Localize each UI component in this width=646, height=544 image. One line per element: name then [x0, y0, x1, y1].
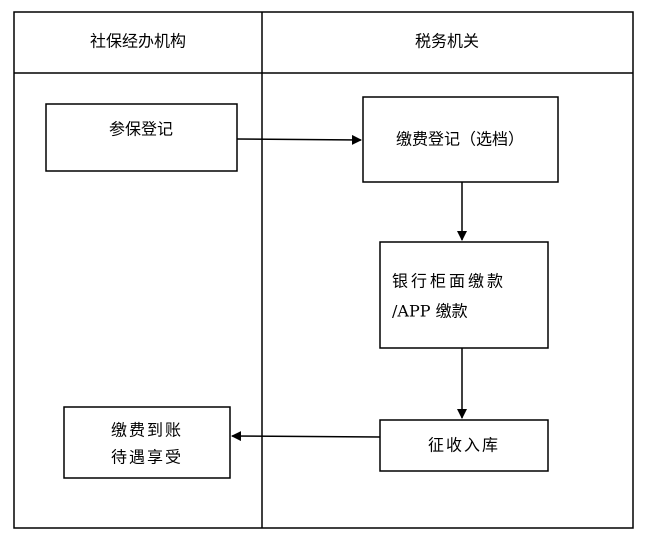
edge-enroll-to-register — [236, 134, 362, 145]
lane-title-social-security: 社保经办机构 — [90, 32, 186, 51]
node-arrive: 缴费到账 待遇享受 — [63, 406, 231, 479]
outer-border — [13, 11, 634, 529]
node-register-box — [362, 96, 559, 183]
node-arrive-label-line2: 待遇享受 — [111, 448, 183, 467]
edge-collect-to-arrive — [231, 431, 381, 442]
swimlane-frame — [13, 11, 634, 529]
node-collect: 征收入库 — [379, 419, 549, 472]
node-arrive-box — [63, 406, 231, 479]
node-register: 缴费登记（选档） — [362, 96, 559, 183]
node-pay-box — [379, 241, 549, 349]
node-pay: 银行柜面缴款 /APP 缴款 — [379, 241, 549, 349]
node-arrive-label-line1: 缴费到账 — [111, 421, 183, 440]
node-enroll-box — [45, 103, 238, 172]
lane-title-tax-authority: 税务机关 — [415, 32, 479, 51]
node-pay-label-line2: /APP 缴款 — [392, 302, 468, 321]
node-collect-label: 征收入库 — [428, 436, 500, 455]
node-register-label: 缴费登记（选档） — [396, 130, 524, 149]
node-collect-box — [379, 419, 549, 472]
node-enroll-label: 参保登记 — [109, 120, 173, 139]
node-pay-label-line1: 银行柜面缴款 — [392, 272, 506, 291]
node-enroll: 参保登记 — [45, 103, 238, 172]
